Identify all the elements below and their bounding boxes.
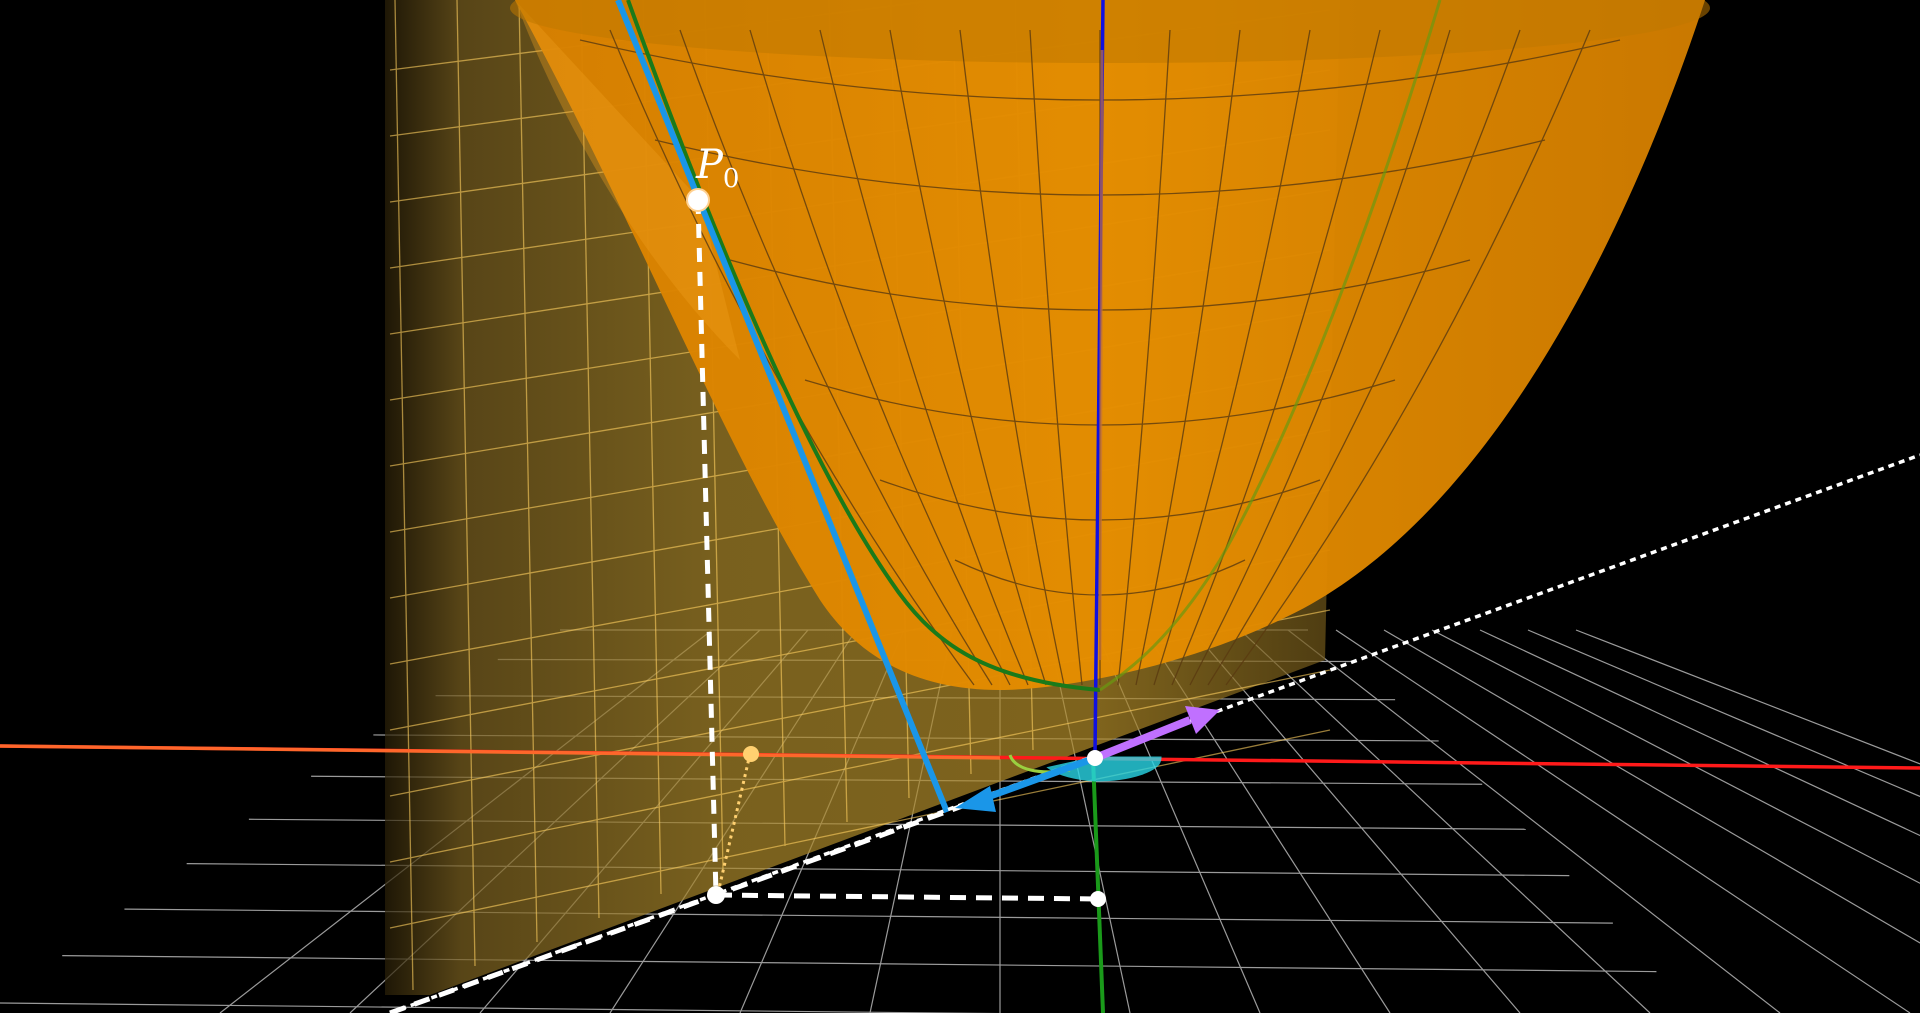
floor-grid-line (62, 954, 1657, 973)
paraboloid-meridian (1117, 29, 1171, 686)
point-origin[interactable] (1087, 750, 1103, 766)
floor-grid-line (1191, 629, 1521, 1013)
floor-grid-line (1335, 629, 1911, 1013)
z-axis-overlay (1098, 49, 1104, 661)
cylinder-grid-line (389, 729, 1331, 929)
point-p0[interactable] (686, 188, 710, 212)
paraboloid-meridian (1225, 29, 1591, 686)
tangent-line[interactable] (615, 0, 950, 814)
paraboloid-meridian (749, 29, 1011, 686)
point-x-axis[interactable] (743, 746, 759, 762)
dashed-guide-vertical (695, 199, 719, 896)
paraboloid-meridian (1171, 29, 1381, 686)
floor-grid-line (1287, 629, 1781, 1013)
cylinder-grid-line (580, 0, 600, 919)
point-y-axis[interactable] (1090, 891, 1106, 907)
paraboloid-meridian (1029, 29, 1083, 686)
paraboloid-meridian (1189, 29, 1451, 686)
section-curve-back (1099, 0, 1442, 692)
cylinder-grid-line (518, 0, 538, 943)
floor-grid-line (1383, 629, 1920, 944)
cylinder-grid-line (394, 0, 414, 991)
dotted-guide (716, 753, 752, 894)
cylinder-grid-line (389, 669, 1331, 863)
paraboloid-meridian (1135, 29, 1241, 686)
tangent-vector[interactable] (955, 754, 1097, 812)
paraboloid-meridian (609, 29, 975, 686)
section-curve (626, 0, 1101, 692)
direction-vector[interactable] (1093, 706, 1220, 762)
paraboloid-meridian (889, 29, 1047, 686)
floor-grid-line (1239, 629, 1651, 1013)
y-axis (1091, 757, 1105, 1013)
floor-grid-line (1479, 629, 1920, 837)
paraboloid-meridian (959, 29, 1065, 686)
point-projection[interactable] (707, 886, 725, 904)
floor-grid-line (1575, 629, 1920, 765)
floor-grid-line (1431, 629, 1920, 884)
floor-grid-line (124, 908, 1613, 924)
cylinder-grid-line (456, 0, 476, 967)
paraboloid-meridian (1153, 29, 1311, 686)
paraboloid-meridian (679, 29, 993, 686)
paraboloid-surface[interactable] (510, 0, 1710, 690)
floor-grid-line (1527, 629, 1920, 798)
paraboloid-meridian (1207, 29, 1521, 686)
floor-grid-line (0, 1002, 1002, 1013)
dashed-guide-horizontal (715, 892, 1099, 902)
x-axis-segment (0, 744, 1001, 760)
paraboloid-meridian (819, 29, 1029, 686)
